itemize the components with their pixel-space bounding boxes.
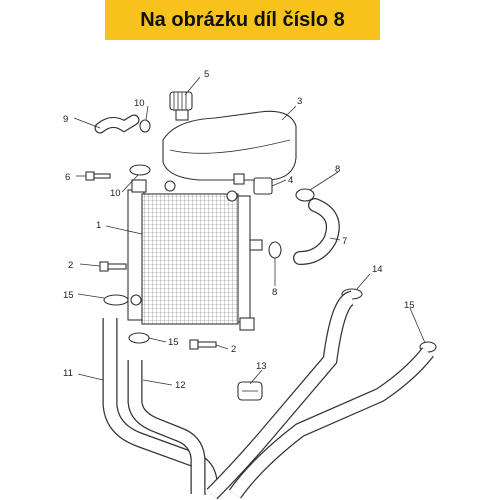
- clamp-15-left: [103, 294, 129, 306]
- radiator: [127, 179, 263, 331]
- label-13: 13: [256, 361, 267, 372]
- clamp-10-mid: [129, 164, 151, 176]
- clamp-8-bottom: [268, 241, 282, 259]
- leader-lines: [73, 76, 426, 386]
- label-3: 3: [297, 96, 302, 107]
- hose-9: [94, 114, 140, 134]
- label-11: 11: [63, 368, 73, 379]
- label-5: 5: [204, 69, 209, 80]
- title-banner: Na obrázku díl číslo 8: [105, 0, 380, 40]
- radiator-cap: [169, 91, 193, 121]
- bracket: [253, 177, 273, 195]
- label-8-top: 8: [335, 164, 340, 175]
- label-12: 12: [175, 380, 186, 391]
- label-10-mid: 10: [110, 188, 121, 199]
- label-4: 4: [288, 175, 293, 186]
- hose-11: [102, 290, 355, 500]
- label-6: 6: [65, 172, 70, 183]
- hose-7: [293, 198, 340, 265]
- clamp-15-mid: [128, 332, 150, 344]
- clip-13: [237, 381, 263, 401]
- label-14: 14: [372, 264, 383, 275]
- label-15-right: 15: [404, 300, 415, 311]
- page-title: Na obrázku díl číslo 8: [140, 8, 345, 31]
- clamp-10-top: [139, 119, 151, 133]
- bolt-6: [85, 171, 111, 181]
- label-15-mid: 15: [168, 337, 179, 348]
- hose-12: [127, 347, 434, 499]
- expansion-tank: [162, 110, 297, 185]
- label-15-left: 15: [63, 290, 74, 301]
- label-7: 7: [342, 236, 347, 247]
- label-10-top: 10: [134, 98, 145, 109]
- label-9: 9: [63, 114, 68, 125]
- part-numbers: 5 3 10 9 6 10 4 8 1 2 7 8 15 14 15 15 2 …: [63, 69, 415, 391]
- label-1: 1: [96, 220, 101, 231]
- label-2-upper: 2: [68, 260, 73, 271]
- bolt-2-lower: [189, 339, 217, 350]
- bolt-2-upper: [99, 261, 127, 272]
- clamp-8-top: [295, 188, 315, 202]
- label-2-lower: 2: [231, 344, 236, 355]
- label-8-bottom: 8: [272, 287, 277, 298]
